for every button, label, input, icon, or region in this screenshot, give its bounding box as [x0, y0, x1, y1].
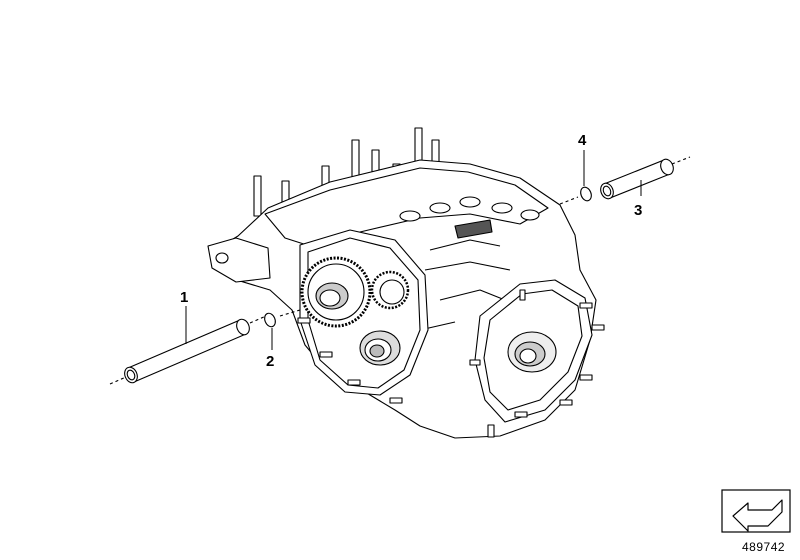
- balance-gear: [300, 256, 372, 328]
- dowel-sleeve-icon: [600, 156, 691, 200]
- callout-4: 4: [578, 132, 587, 149]
- catalog-arrow-icon: [721, 489, 791, 533]
- dowel-sleeve-icon: [109, 315, 267, 385]
- leader-lines: [185, 150, 642, 350]
- o-ring-icon: [264, 309, 301, 328]
- drive-gear: [370, 270, 410, 310]
- crankcase-drawing: [207, 127, 605, 439]
- callout-1: 1: [180, 289, 188, 306]
- output-hub: [507, 331, 557, 373]
- callout-3: 3: [634, 202, 642, 219]
- o-ring-icon: [559, 186, 592, 205]
- cover-bolts: [297, 289, 605, 438]
- reference-number: 489742: [742, 540, 786, 554]
- callout-2: 2: [266, 353, 274, 370]
- lower-seal: [359, 330, 401, 366]
